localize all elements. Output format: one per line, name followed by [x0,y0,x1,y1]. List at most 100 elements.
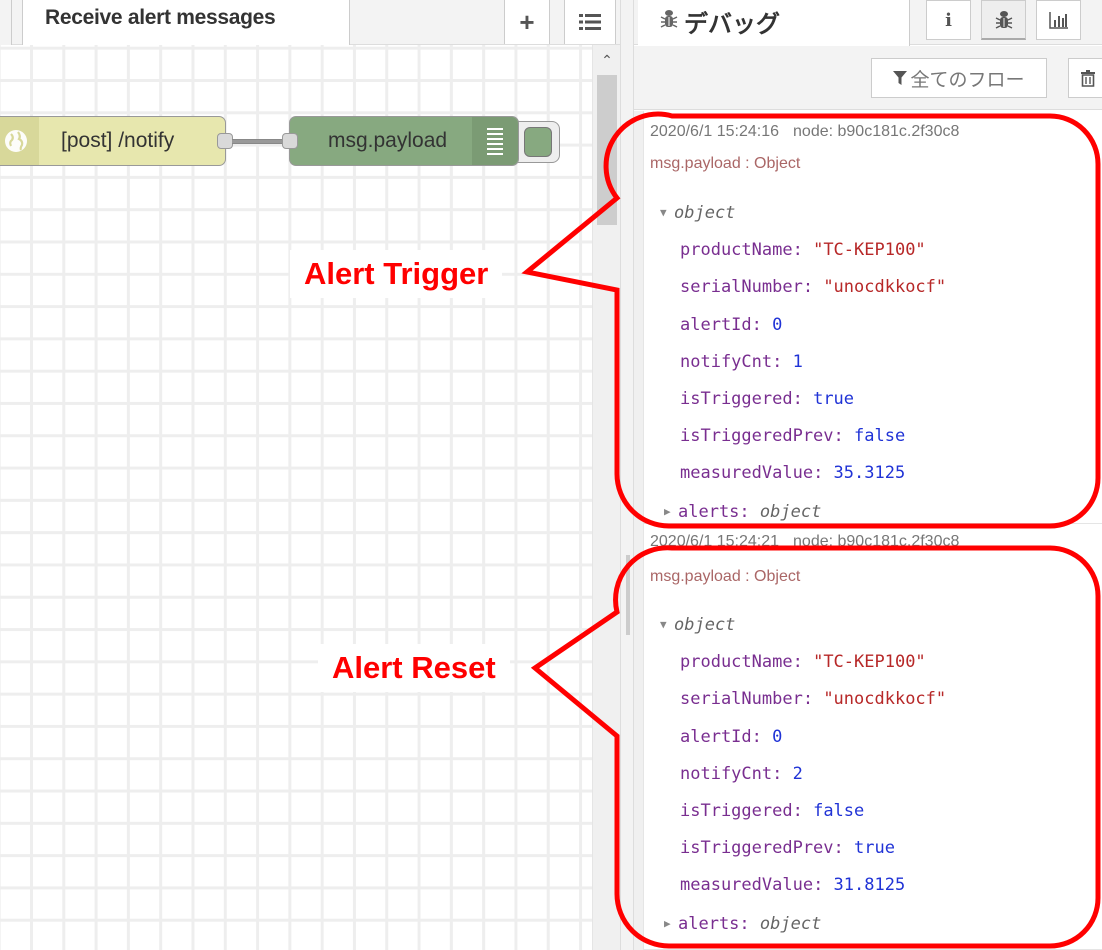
message-node-id[interactable]: node: b90c181c.2f30c8 [793,533,960,550]
message-node-id[interactable]: node: b90c181c.2f30c8 [793,123,960,140]
debug-sidebar: デバッグ i 全て [634,0,1102,950]
root-label: object [674,203,736,223]
caret-right-icon: ▶ [664,916,671,930]
field-key: productName [680,652,793,673]
tree-root-toggle[interactable]: ▼ object [660,606,946,644]
tree-row: productName: "TC-KEP100" [680,652,926,673]
tree-row: productName: "TC-KEP100" [680,240,926,261]
node-label: [post] /notify [61,129,175,152]
field-key: productName [680,240,793,261]
field-key: alerts [678,913,740,934]
trash-icon [1081,69,1095,87]
debug-toggle-indicator [524,127,552,157]
field-value: 0 [772,726,783,747]
field-value: true [854,838,895,859]
field-value: 35.3125 [833,463,906,484]
globe-icon [5,130,27,152]
info-tab-button[interactable]: i [926,0,971,40]
list-flows-button[interactable] [564,0,616,44]
caret-down-icon: ▼ [660,618,667,631]
bug-icon [995,10,1012,29]
debug-toggle-button[interactable] [514,121,560,163]
field-value: false [813,801,865,822]
tree-row-collapsed[interactable]: ▶alerts: object [660,905,946,943]
input-port[interactable] [282,133,298,149]
tab-label: Receive alert messages [45,6,276,29]
tab-receive-alert-messages[interactable]: Receive alert messages [22,0,350,46]
message-topic: msg.payload : Object [650,155,801,172]
field-value: "unocdkkocf" [823,277,947,298]
field-value: true [813,389,855,410]
tab-debug[interactable]: デバッグ [638,0,910,46]
caret-down-icon: ▼ [660,206,667,219]
annotation-alert-trigger: Alert Trigger [290,250,503,298]
annotation-alert-reset: Alert Reset [318,644,510,692]
scrollbar-thumb[interactable] [597,75,617,225]
tree-root-toggle[interactable]: ▼ object [660,194,946,232]
node-icon-area [0,117,39,165]
sidebar-separator[interactable] [620,0,634,950]
field-key: alerts [678,501,740,522]
add-flow-button[interactable]: + [504,0,550,44]
debug-tab-button[interactable] [981,0,1026,40]
root-label: object [674,615,736,635]
field-key: isTriggeredPrev [680,838,834,859]
scroll-up-icon[interactable]: ⌃ [601,51,613,68]
tab-scroll-left[interactable] [0,0,12,45]
tree-row: serialNumber: "unocdkkocf" [680,689,947,710]
separator-handle[interactable] [626,555,630,635]
wire[interactable] [232,139,290,144]
workspace-tab-bar: Receive alert messages + [0,0,620,46]
http-in-node[interactable]: [post] /notify [0,116,226,166]
clear-messages-button[interactable] [1068,58,1102,98]
info-icon: i [945,9,952,31]
plus-icon: + [519,6,535,37]
field-value: object [759,501,822,522]
field-value: "TC-KEP100" [813,240,926,261]
field-value: object [759,913,822,934]
field-key: isTriggered [680,801,793,822]
tree-row: isTriggered: false [680,801,865,822]
field-key: notifyCnt [680,763,773,784]
tree-row: notifyCnt: 1 [680,351,803,372]
field-value: "unocdkkocf" [823,689,947,710]
tree-row: serialNumber: "unocdkkocf" [680,277,947,298]
tree-row: measuredValue: 35.3125 [680,463,906,484]
field-key: measuredValue [680,463,814,484]
field-key: notifyCnt [680,351,773,372]
tree-row: isTriggeredPrev: false [680,426,906,447]
field-value: 31.8125 [833,875,906,896]
dashboard-tab-button[interactable] [1036,0,1081,40]
tree-row: measuredValue: 31.8125 [680,875,906,896]
object-tree: ▼ object productName: "TC-KEP100" serialN… [660,194,946,531]
field-key: isTriggeredPrev [680,426,834,447]
tab-label: デバッグ [684,11,780,38]
object-tree: ▼ object productName: "TC-KEP100" serialN… [660,606,946,943]
filter-icon [893,71,908,85]
flow-workspace: Receive alert messages + ⌃ [post] /notif… [0,0,620,950]
bug-icon [660,10,678,28]
field-key: serialNumber [680,277,803,298]
canvas-scrollbar[interactable]: ⌃ [592,45,620,950]
tree-row: alertId: 0 [680,314,783,335]
tree-row: notifyCnt: 2 [680,763,803,784]
flow-canvas[interactable] [0,45,592,950]
tree-row: alertId: 0 [680,726,783,747]
field-key: alertId [680,726,752,747]
tree-row: isTriggered: true [680,389,855,410]
field-key: measuredValue [680,875,814,896]
field-value: "TC-KEP100" [813,652,926,673]
filter-flows-button[interactable]: 全てのフロー [871,58,1047,98]
field-value: false [854,426,906,447]
output-port[interactable] [217,133,233,149]
field-key: serialNumber [680,689,803,710]
field-key: isTriggered [680,389,793,410]
message-list-gutter [634,111,644,950]
debug-node[interactable]: msg.payload [289,116,519,166]
node-label: msg.payload [328,129,448,152]
list-icon [579,14,601,30]
